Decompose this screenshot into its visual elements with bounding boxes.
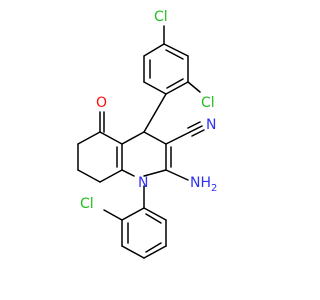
structure-svg: Cl Cl Cl O N N NH2 [77,9,217,259]
amino-subscript: 2 [211,183,217,194]
chlorophenyl-ring [121,207,167,259]
dichlorophenyl-ring [143,43,189,95]
bond-amino [165,169,189,181]
nitrile-group [165,121,205,145]
atom-ring-n: N [138,175,148,191]
atom-cl-ortho: Cl [201,95,215,111]
atom-amino: NH2 [190,175,217,194]
atom-cl-top: Cl [154,9,168,25]
bond-cl-bottom [103,209,123,221]
central-ring [116,93,172,177]
bond-cl-ortho [187,81,201,93]
atom-cl-bottom: Cl [80,196,94,212]
atom-oxygen: O [96,95,107,111]
atom-nitrile-n: N [206,117,216,133]
molecule-diagram: Cl Cl Cl O N N NH2 [77,9,217,259]
cyclohexanone-ring [77,111,123,183]
